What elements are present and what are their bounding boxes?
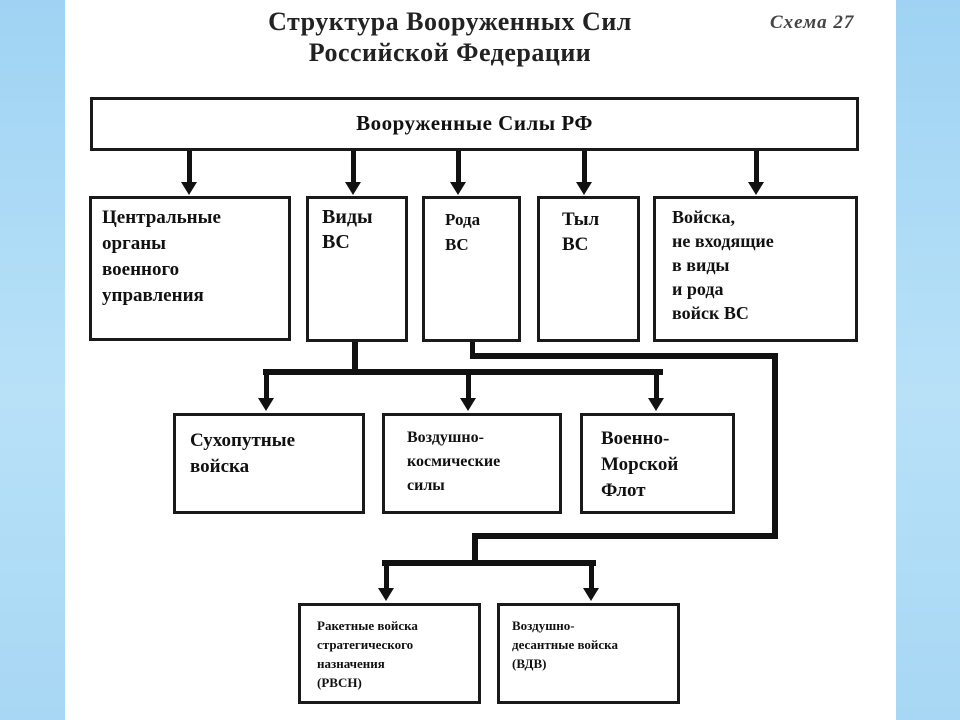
ground-forces-label: Сухопутные войска (190, 430, 296, 477)
aerospace-forces-label: Воздушно- космические силы (407, 429, 501, 494)
root-box-armed-forces: Вооруженные Силы РФ (90, 97, 859, 151)
connector-root-to-central (187, 151, 192, 184)
service-types-label: Виды ВС (322, 206, 373, 253)
strategic-missile-forces-label: Ракетные войска стратегического назначен… (317, 618, 418, 690)
connector-arms-bus (382, 560, 596, 566)
arrow-to-navy (648, 398, 664, 411)
arrow-to-types (345, 182, 361, 195)
rear-services-label: Тыл ВС (562, 209, 600, 255)
box-airborne-forces: Воздушно- десантные войска (ВДВ) (497, 603, 680, 704)
connector-root-to-rear (582, 151, 587, 184)
connector-arms-right (470, 353, 778, 359)
connector-arms-down (470, 342, 475, 358)
central-command-label: Центральные органы военного управления (102, 207, 221, 306)
arrow-to-vdv (583, 588, 599, 601)
box-aerospace-forces: Воздушно- космические силы (382, 413, 562, 514)
connector-root-to-other (754, 151, 759, 184)
navy-label: Военно- Морской Флот (601, 428, 679, 501)
connector-root-to-arms (456, 151, 461, 184)
connector-arms-riser (772, 353, 778, 538)
other-troops-label: Войска, не входящие в виды и рода войск … (672, 207, 774, 323)
box-service-types: Виды ВС (306, 196, 408, 342)
box-other-troops: Войска, не входящие в виды и рода войск … (653, 196, 858, 342)
box-ground-forces: Сухопутные войска (173, 413, 365, 514)
arrow-to-aerospace (460, 398, 476, 411)
connector-to-ground-forces (264, 372, 269, 402)
combat-arms-label: Рода ВС (445, 210, 481, 254)
box-combat-arms: Рода ВС (422, 196, 521, 342)
arrow-to-other (748, 182, 764, 195)
arrow-to-rvsn (378, 588, 394, 601)
connector-arms-back (472, 533, 778, 539)
connector-to-aerospace (466, 372, 471, 402)
root-label: Вооруженные Силы РФ (356, 111, 593, 135)
arrow-to-central (181, 182, 197, 195)
title-line-1: Структура Вооруженных Сил (268, 7, 632, 36)
connector-root-to-types (351, 151, 356, 184)
box-navy: Военно- Морской Флот (580, 413, 735, 514)
arrow-to-arms (450, 182, 466, 195)
box-rear-services: Тыл ВС (537, 196, 640, 342)
box-strategic-missile-forces: Ракетные войска стратегического назначен… (298, 603, 481, 704)
arrow-to-rear (576, 182, 592, 195)
connector-to-navy (654, 372, 659, 402)
connector-types-down (352, 342, 358, 372)
scheme-label: Схема 27 (770, 12, 855, 33)
connector-to-vdv (589, 563, 594, 591)
title-line-2: Российской Федерации (308, 38, 592, 67)
arrow-to-ground-forces (258, 398, 274, 411)
connector-types-bus (263, 369, 663, 375)
box-central-command: Центральные органы военного управления (89, 196, 291, 341)
connector-to-rvsn (384, 563, 389, 591)
airborne-forces-label: Воздушно- десантные войска (ВДВ) (512, 618, 618, 671)
connector-arms-drop (472, 533, 478, 565)
